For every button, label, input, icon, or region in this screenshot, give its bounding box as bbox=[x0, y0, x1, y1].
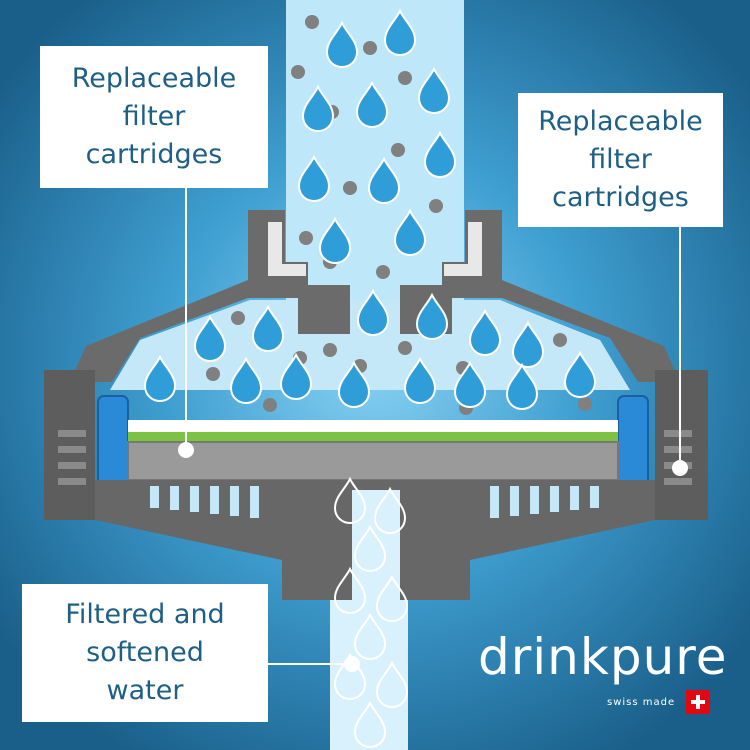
callout-replaceable-filter-left: Replaceable filter cartridges bbox=[40, 46, 268, 188]
right-seal bbox=[617, 395, 649, 495]
brand-logo: drinkpure bbox=[478, 628, 728, 686]
callout-replaceable-filter-right: Replaceable filter cartridges bbox=[518, 93, 723, 227]
housing-left-threads bbox=[58, 430, 86, 485]
callout-left-line-1: Replaceable bbox=[71, 63, 237, 94]
brand-tagline: swiss made bbox=[607, 697, 676, 708]
housing-top-right-inlet bbox=[444, 222, 482, 276]
callout-right-line-3: cartridges bbox=[552, 182, 689, 213]
left-seal bbox=[97, 395, 129, 495]
filter-white-layer bbox=[128, 420, 618, 432]
housing-bottom-slots bbox=[150, 486, 599, 518]
callout-bottom-line-2: softened bbox=[86, 637, 204, 668]
leader-lines bbox=[178, 188, 688, 672]
housing-top-left-inlet bbox=[268, 222, 306, 276]
callout-bottom-line-1: Filtered and bbox=[65, 599, 225, 630]
callout-right-line-1: Replaceable bbox=[538, 106, 703, 137]
filter-grey-cartridge bbox=[127, 441, 619, 481]
callout-left-line-3: cartridges bbox=[85, 139, 223, 170]
swiss-flag-icon bbox=[686, 690, 710, 714]
callout-bottom-line-3: water bbox=[106, 675, 184, 706]
housing-right-side bbox=[655, 370, 708, 520]
housing-left-side bbox=[44, 370, 95, 520]
callout-right-line-2: filter bbox=[589, 144, 652, 175]
callout-left-line-2: filter bbox=[122, 101, 186, 132]
filter-green-layer bbox=[128, 432, 618, 442]
callout-filtered-water: Filtered and softened water bbox=[22, 584, 268, 722]
